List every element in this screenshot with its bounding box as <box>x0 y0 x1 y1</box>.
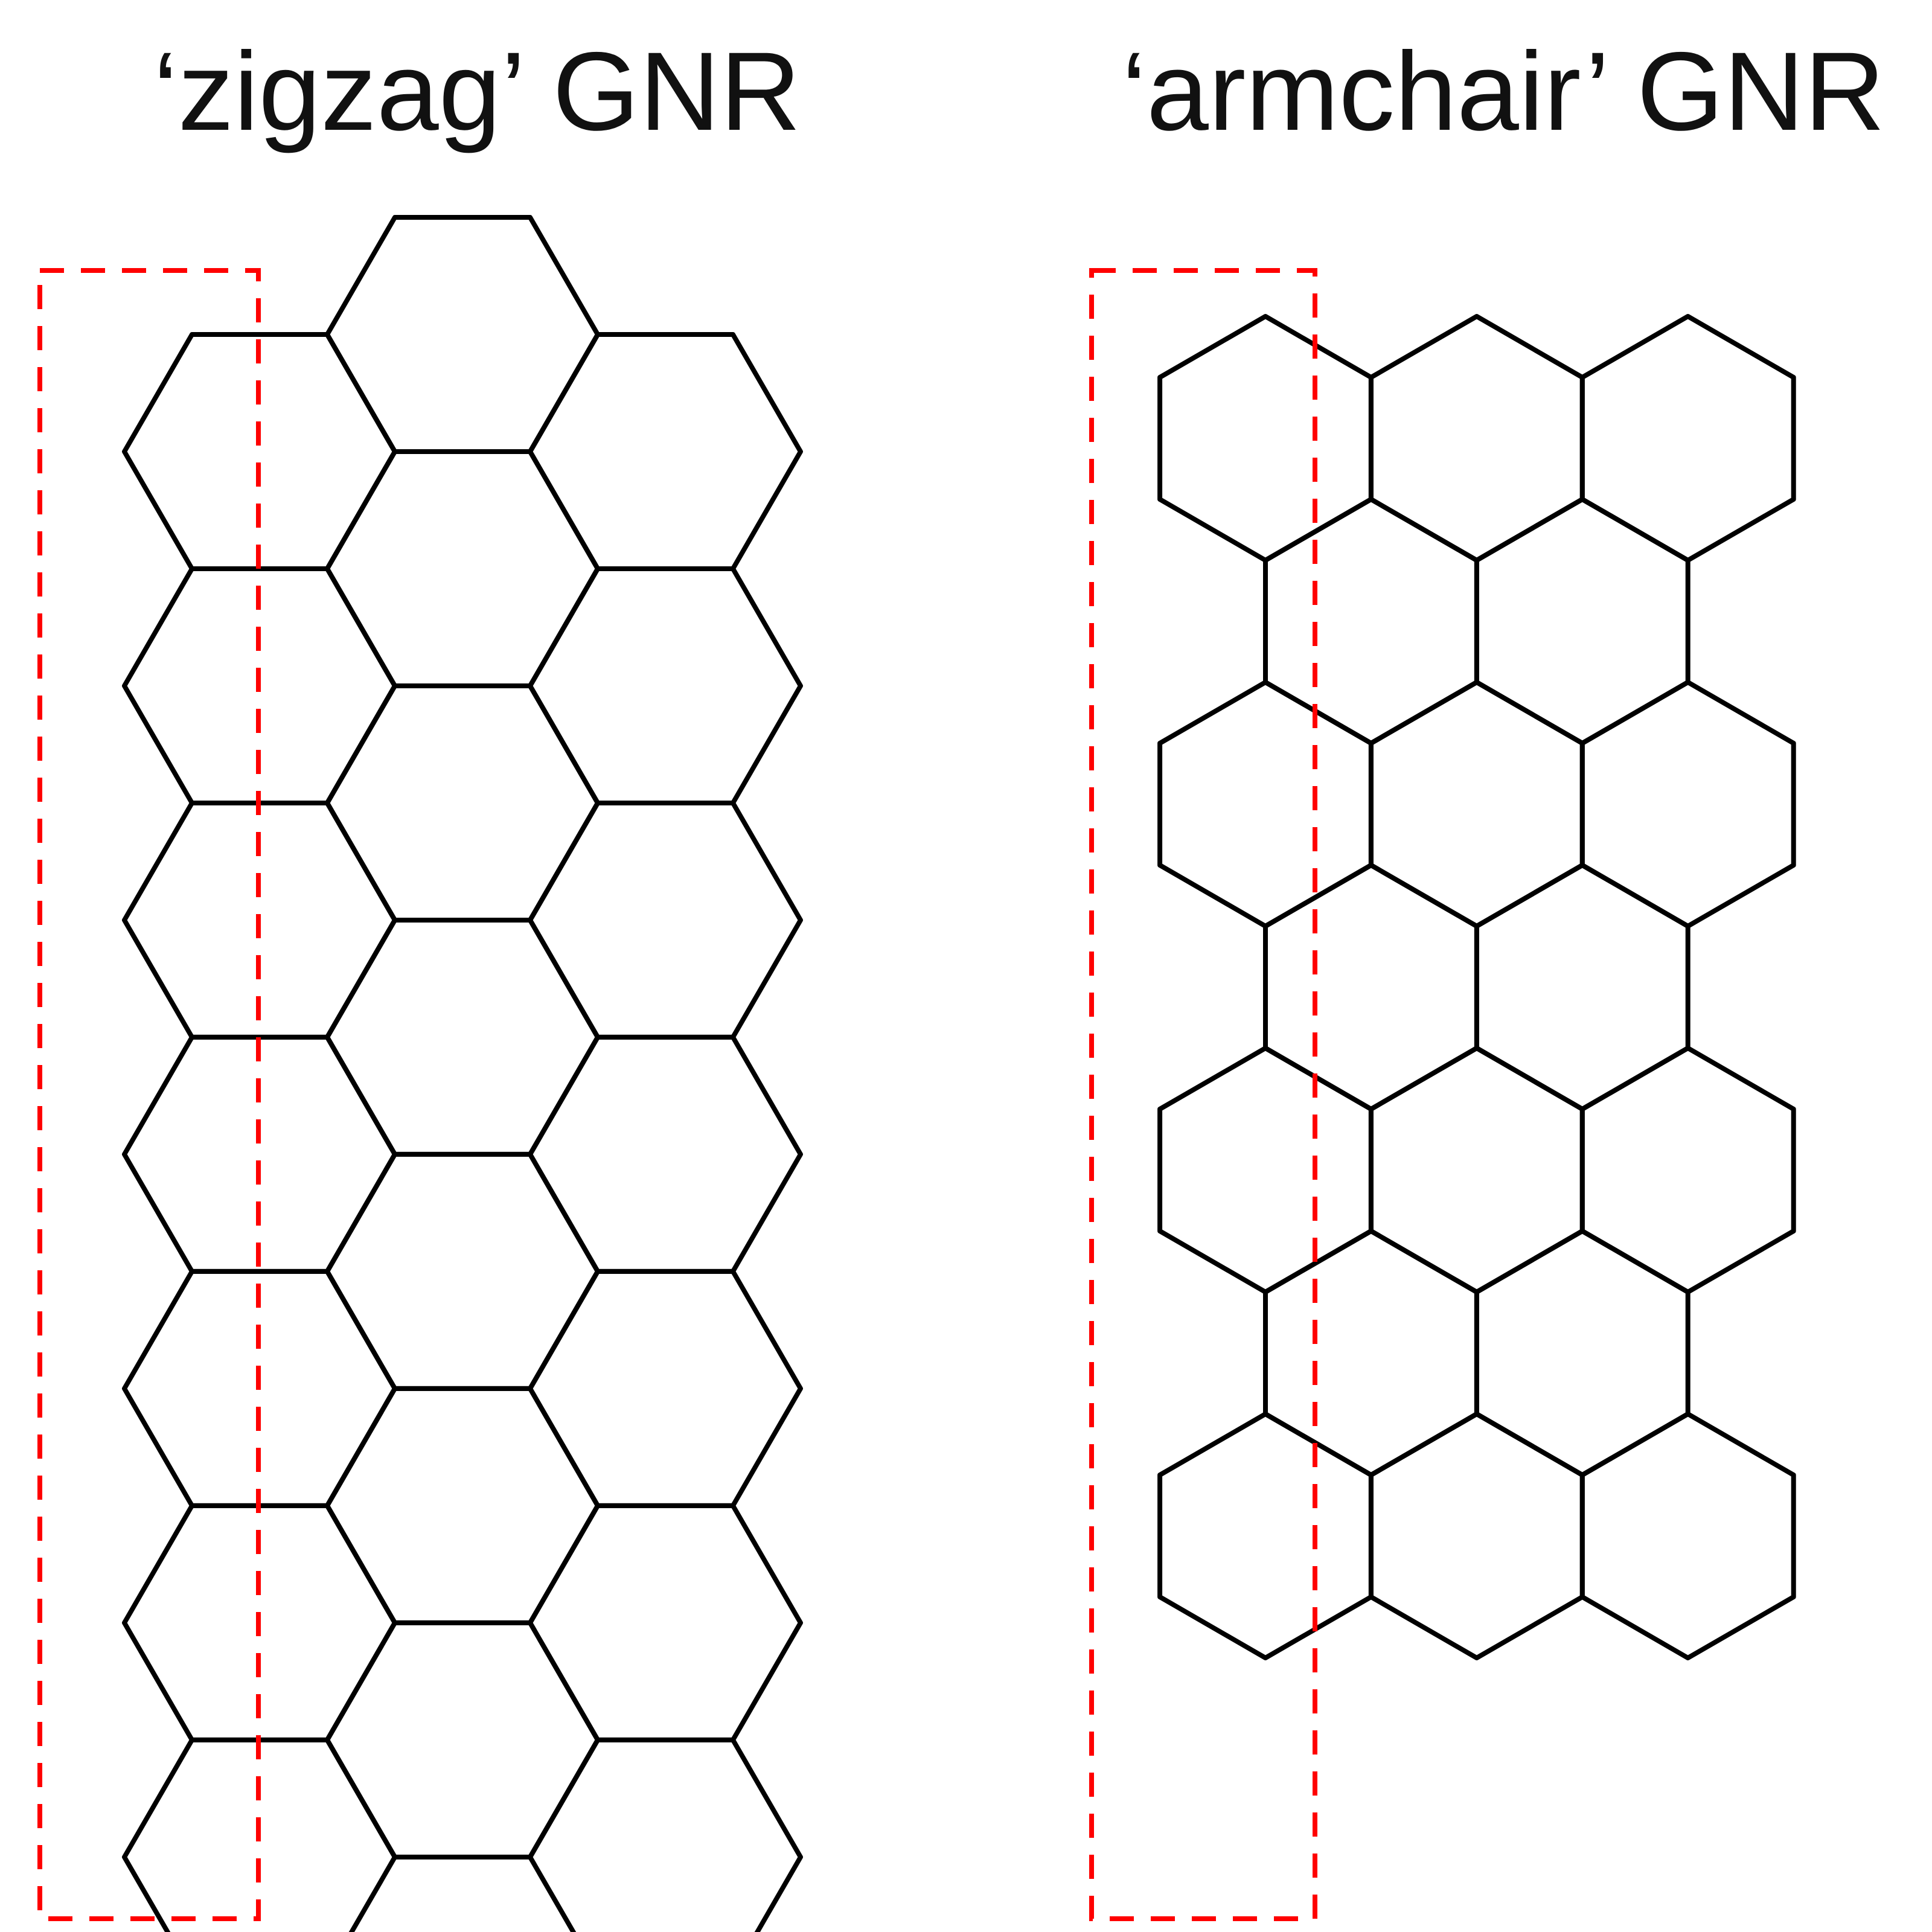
zigzag-hexagon <box>325 449 600 688</box>
armchair-hexagon <box>1368 314 1585 563</box>
armchair-hexagon <box>1157 1412 1374 1660</box>
zigzag-hexagon <box>325 1386 600 1625</box>
armchair-hexagon <box>1263 863 1479 1112</box>
zigzag-hexagon <box>528 1503 803 1742</box>
armchair-hexagon <box>1579 1046 1796 1294</box>
armchair-hexagon <box>1368 1412 1585 1660</box>
zigzag-unit-cell-box <box>37 268 261 1921</box>
armchair-gnr-title: ‘armchair’ GNR <box>1121 30 1886 154</box>
armchair-hexagon <box>1474 863 1690 1112</box>
armchair-hexagon <box>1263 497 1479 746</box>
armchair-gnr-lattice <box>1157 314 1796 1660</box>
zigzag-hexagon <box>325 683 600 923</box>
zigzag-hexagon <box>325 215 600 454</box>
armchair-hexagon <box>1579 680 1796 929</box>
armchair-hexagon <box>1368 680 1585 929</box>
zigzag-hexagon <box>122 1034 397 1274</box>
armchair-hexagon <box>1368 1046 1585 1294</box>
armchair-hexagon <box>1157 680 1374 929</box>
armchair-hexagon <box>1474 497 1690 746</box>
zigzag-hexagon <box>325 1151 600 1391</box>
armchair-hexagon <box>1579 1412 1796 1660</box>
armchair-hexagon <box>1579 314 1796 563</box>
armchair-unit-cell-box <box>1089 268 1317 1921</box>
zigzag-hexagon <box>122 332 397 571</box>
zigzag-hexagon <box>528 1737 803 1932</box>
zigzag-hexagon <box>528 801 803 1040</box>
armchair-hexagon <box>1157 1046 1374 1294</box>
zigzag-hexagon <box>528 566 803 805</box>
armchair-hexagon <box>1157 314 1374 563</box>
zigzag-hexagon <box>528 332 803 571</box>
zigzag-gnr-title: ‘zigzag’ GNR <box>153 30 801 154</box>
armchair-hexagon <box>1263 1229 1479 1477</box>
armchair-hexagon <box>1474 1229 1690 1477</box>
zigzag-hexagon <box>325 1620 600 1860</box>
zigzag-hexagon <box>528 1034 803 1274</box>
zigzag-gnr-lattice <box>122 215 803 1932</box>
zigzag-hexagon <box>528 1268 803 1508</box>
zigzag-hexagon <box>325 918 600 1157</box>
